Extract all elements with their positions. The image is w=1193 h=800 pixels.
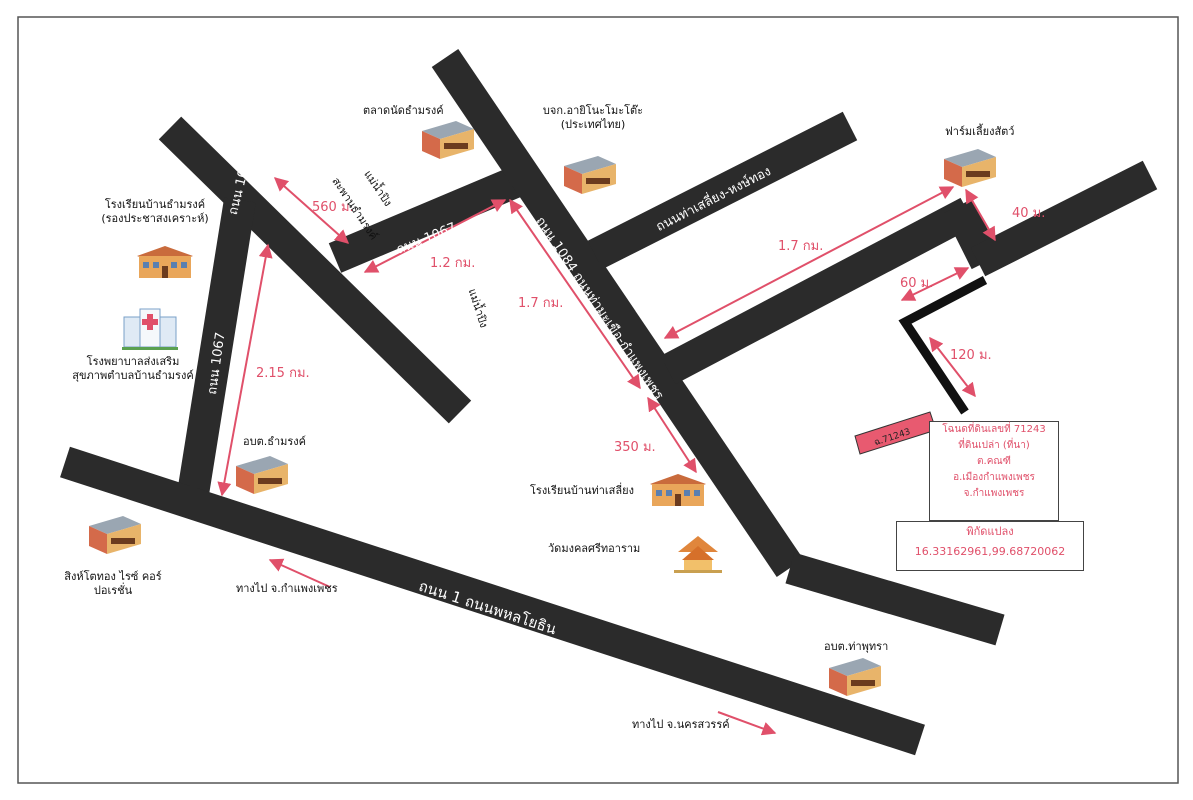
label-to-kamphaeng-phet: ทางไป จ.กำแพงเพชร (236, 582, 338, 595)
label-singto-line1: สิงห์โตทอง ไรซ์ คอร์ (64, 570, 162, 583)
plot-deed-number: โฉนดที่ดินเลขที่ 71243 (942, 424, 1046, 435)
singto-building-icon (89, 516, 141, 554)
label-market: ตลาดนัดธำมรงค์ (363, 104, 444, 117)
map-frame (17, 16, 1179, 784)
coordinates-box: พิกัดแปลง 16.33162961,99.68720062 (896, 521, 1084, 571)
farm-building-icon (944, 149, 996, 187)
road-farm-upper (970, 160, 1158, 277)
plot-district: อ.เมืองกำแพงเพชร (953, 472, 1035, 483)
coordinates-label: พิกัดแปลง (966, 525, 1014, 538)
distance-1-2km: 1.2 กม. (430, 256, 476, 271)
arrow-to-kamphaeng-phet (268, 558, 331, 588)
coordinates-value: 16.33162961,99.68720062 (914, 545, 1066, 558)
arrow-1-7km-farm (663, 186, 955, 339)
arrow-40m (965, 188, 996, 242)
sao-thaputsa-building-icon (829, 658, 881, 696)
company-building-icon (564, 156, 616, 194)
arrow-1-2km (363, 199, 507, 273)
arrow-to-nakhon-sawan (717, 711, 777, 736)
school2-building-icon (650, 474, 706, 506)
distance-120m: 120 ม. (950, 348, 992, 363)
distance-2-15km: 2.15 กม. (256, 366, 310, 381)
arrow-2-15km (217, 243, 273, 497)
label-school-thamrong-line2: (รองประชาสงเคราะห์) (101, 212, 209, 225)
road-1084-end (785, 552, 1005, 646)
label-hospital-line2: สุขภาพตำบลบ้านธำมรงค์ (72, 369, 194, 382)
sao-thamrong-building-icon (236, 456, 288, 494)
arrow-60m (900, 267, 970, 301)
plot-land-type: ที่ดินเปล่า (ที่นา) (958, 440, 1030, 451)
label-school-thamrong: โรงเรียนบ้านธำมรงค์ (รองประชาสงเคราะห์) (90, 198, 220, 226)
label-farm: ฟาร์มเลี้ยงสัตว์ (945, 125, 1015, 138)
school-building-icon (137, 246, 193, 278)
arrow-350m (647, 396, 697, 474)
label-sao-thaputsa: อบต.ท่าพุทรา (824, 640, 889, 653)
label-school-tha-siang: โรงเรียนบ้านท่าเสลี่ยง (530, 484, 634, 497)
distance-560m: 560 ม. (312, 200, 354, 215)
road-1-phaholyothin (60, 446, 925, 756)
label-sao-thamrong: อบต.ธำมรงค์ (243, 435, 307, 448)
distance-1-7km-farm: 1.7 กม. (778, 239, 824, 254)
temple-icon (674, 536, 722, 573)
market-building-icon (422, 121, 474, 159)
label-singto-line2: ปอเรชั่น (93, 584, 133, 597)
hospital-icon (122, 308, 178, 350)
distance-60m: 60 ม. (900, 276, 934, 291)
label-hospital-line1: โรงพยาบาลส่งเสริม (86, 355, 180, 368)
distance-40m: 40 ม. (1012, 206, 1046, 221)
label-company: บจก.อายิโนะโมะโต๊ะ (ประเทศไทย) (538, 104, 648, 132)
label-company-line1: บจก.อายิโนะโมะโต๊ะ (542, 104, 644, 117)
label-hospital: โรงพยาบาลส่งเสริม สุขภาพตำบลบ้านธำมรงค์ (58, 355, 208, 383)
label-singto-thong: สิงห์โตทอง ไรซ์ คอร์ ปอเรชั่น (48, 570, 178, 598)
plot-province: จ.กำแพงเพชร (963, 488, 1025, 499)
road-1067-diagonal (158, 116, 472, 424)
plot-info-box: โฉนดที่ดินเลขที่ 71243 ที่ดินเปล่า (ที่น… (929, 421, 1059, 521)
label-to-nakhon-sawan: ทางไป จ.นครสวรรค์ (632, 718, 730, 731)
plot-subdistrict: ต.คณฑี (977, 456, 1011, 467)
label-company-line2: (ประเทศไทย) (560, 118, 626, 131)
arrow-120m (929, 336, 976, 398)
label-temple: วัดมงคลศรีทอาราม (548, 542, 641, 555)
arrow-560m (273, 177, 350, 244)
label-school-thamrong-line1: โรงเรียนบ้านธำมรงค์ (104, 198, 206, 211)
distance-1-7km-1084: 1.7 กม. (518, 296, 564, 311)
distance-350m: 350 ม. (614, 440, 656, 455)
arrow-1-7km-1084 (509, 198, 641, 390)
